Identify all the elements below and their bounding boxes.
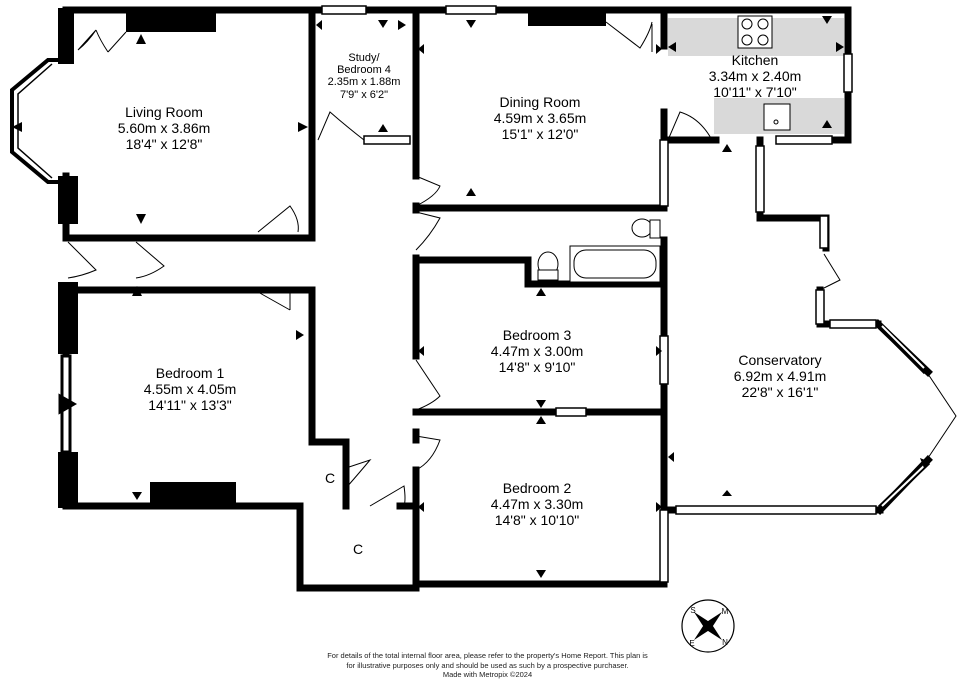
bedroom2-name: Bedroom 2	[503, 480, 572, 496]
living-room-name: Living Room	[125, 104, 203, 120]
kitchen-name: Kitchen	[732, 52, 779, 68]
footer-line: For details of the total internal floor …	[327, 651, 648, 660]
compass-letter: E	[689, 639, 694, 648]
conservatory-name: Conservatory	[738, 352, 821, 368]
footer-line: Made with Metropix ©2024	[442, 670, 533, 679]
toilet	[537, 218, 661, 281]
dining-room-imperial: 15'1" x 12'0"	[502, 126, 579, 142]
bedroom1-imperial: 14'11" x 13'3"	[148, 397, 232, 413]
compass-letter: S	[690, 606, 695, 615]
study-metric: 2.35m x 1.88m	[328, 76, 401, 88]
dining-room-name: Dining Room	[500, 94, 581, 110]
living-room-imperial: 18'4" x 12'8"	[126, 136, 203, 152]
bedroom2-imperial: 14'8" x 10'10"	[495, 512, 580, 528]
bay-window-living-room	[10, 58, 60, 184]
bedroom3-name: Bedroom 3	[503, 327, 572, 343]
bath	[569, 245, 661, 283]
bedroom2-metric: 4.47m x 3.30m	[491, 496, 584, 512]
room-label-bedroom3: Bedroom 3 4.47m x 3.00m 14'8" x 9'10"	[491, 327, 584, 375]
compass-letter: M	[722, 607, 729, 616]
cupboard-label: C	[325, 470, 335, 486]
conservatory-imperial: 22'8" x 16'1"	[742, 384, 819, 400]
hob	[737, 15, 773, 49]
study-name-2: Bedroom 4	[337, 64, 391, 76]
room-label-bedroom2: Bedroom 2 4.47m x 3.30m 14'8" x 10'10"	[491, 480, 584, 528]
compass-icon: S M N E	[681, 599, 735, 653]
footer-line: for illustrative purposes only and shoul…	[346, 660, 629, 670]
dining-room-metric: 4.59m x 3.65m	[494, 110, 587, 126]
bedroom1-name: Bedroom 1	[156, 365, 225, 381]
footer-disclaimer: For details of the total internal floor …	[300, 651, 675, 680]
dimension-arrows	[12, 16, 930, 578]
bedroom3-metric: 4.47m x 3.00m	[491, 343, 584, 359]
room-label-bedroom1: Bedroom 1 4.55m x 4.05m 14'11" x 13'3"	[144, 365, 237, 413]
bedroom1-metric: 4.55m x 4.05m	[144, 381, 237, 397]
room-label-living: Living Room 5.60m x 3.86m 18'4" x 12'8"	[118, 104, 211, 152]
door-swings	[67, 21, 957, 507]
room-label-study: Study/ Bedroom 4 2.35m x 1.88m 7'9" x 6'…	[328, 52, 401, 101]
sink	[763, 103, 791, 131]
study-name-1: Study/	[348, 52, 380, 64]
kitchen-metric: 3.34m x 2.40m	[709, 68, 802, 84]
bedroom3-imperial: 14'8" x 9'10"	[499, 359, 576, 375]
bay-window-bedroom1	[58, 354, 78, 454]
room-label-kitchen: Kitchen 3.34m x 2.40m 10'11" x 7'10"	[709, 52, 802, 100]
cupboard-label: C	[353, 541, 363, 557]
room-label-dining: Dining Room 4.59m x 3.65m 15'1" x 12'0"	[494, 94, 587, 142]
compass-letter: N	[722, 638, 728, 647]
kitchen-imperial: 10'11" x 7'10"	[713, 84, 797, 100]
conservatory-metric: 6.92m x 4.91m	[734, 368, 827, 384]
study-imperial: 7'9" x 6'2"	[340, 89, 388, 101]
living-room-metric: 5.60m x 3.86m	[118, 120, 211, 136]
room-label-conservatory: Conservatory 6.92m x 4.91m 22'8" x 16'1"	[734, 352, 827, 400]
